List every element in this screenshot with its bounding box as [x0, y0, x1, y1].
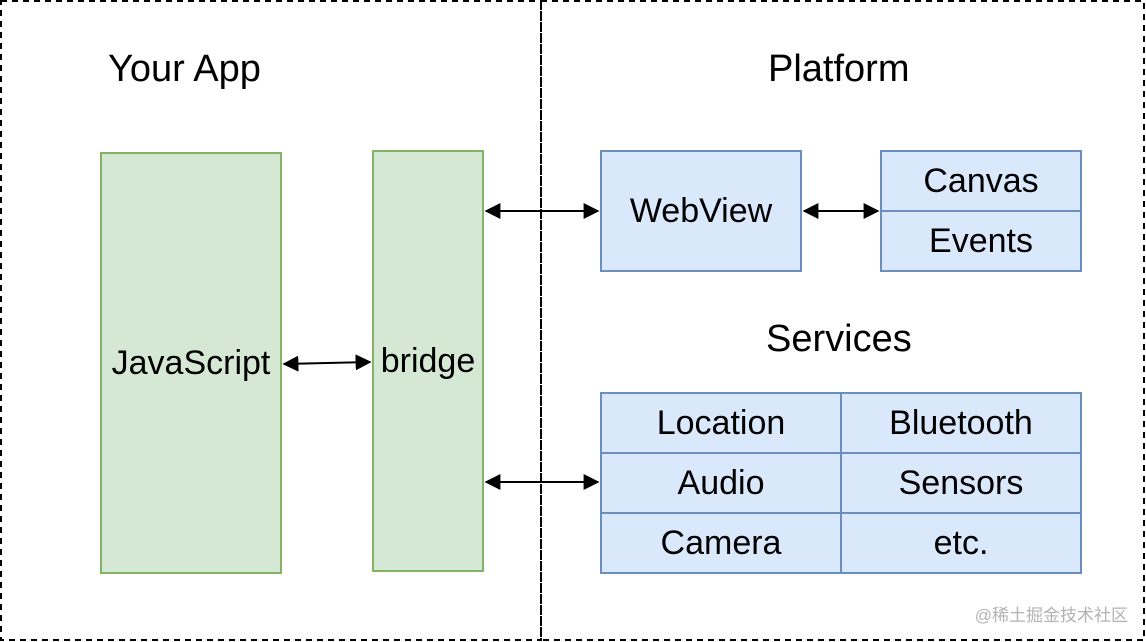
- service-label: Audio: [677, 463, 765, 502]
- javascript-label: JavaScript: [111, 343, 271, 382]
- platform-title: Platform: [768, 48, 910, 90]
- canvas-cell: Canvas: [880, 150, 1082, 212]
- your-app-title: Your App: [108, 48, 261, 90]
- webview-label: WebView: [629, 191, 773, 230]
- bridge-label: bridge: [380, 341, 476, 380]
- service-label: etc.: [933, 523, 989, 562]
- canvas-label: Canvas: [923, 161, 1039, 200]
- services-title: Services: [766, 318, 912, 360]
- arrow-javascript-bridge: [282, 354, 372, 372]
- your-app-region: [0, 0, 542, 641]
- events-cell: Events: [880, 210, 1082, 272]
- bridge-box: bridge: [372, 150, 484, 572]
- events-label: Events: [929, 221, 1033, 260]
- service-etc: etc.: [840, 512, 1082, 574]
- javascript-box: JavaScript: [100, 152, 282, 574]
- service-label: Camera: [660, 523, 782, 562]
- service-label: Location: [656, 403, 786, 442]
- watermark-text: @稀土掘金技术社区: [974, 606, 1128, 625]
- service-label: Sensors: [898, 463, 1024, 502]
- webview-box: WebView: [600, 150, 802, 272]
- service-camera: Camera: [600, 512, 842, 574]
- service-sensors: Sensors: [840, 452, 1082, 514]
- service-bluetooth: Bluetooth: [840, 392, 1082, 454]
- service-location: Location: [600, 392, 842, 454]
- service-audio: Audio: [600, 452, 842, 514]
- platform-region: [540, 0, 1145, 641]
- service-label: Bluetooth: [889, 403, 1033, 442]
